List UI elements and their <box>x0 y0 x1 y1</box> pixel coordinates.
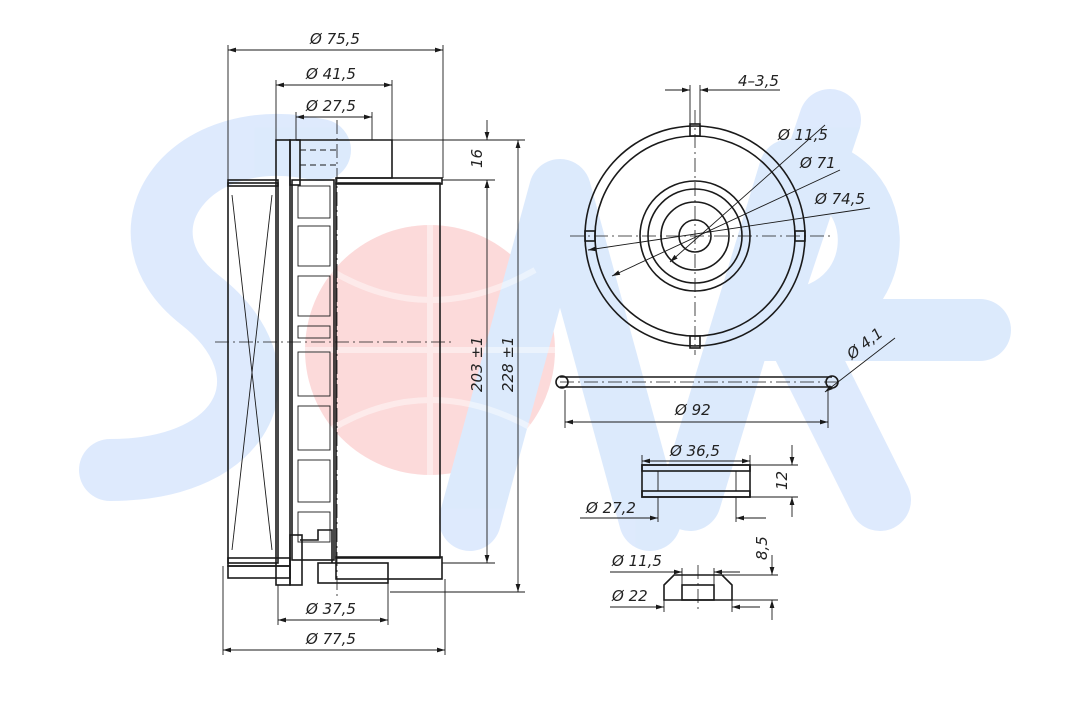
dim-d22: Ø 22 <box>611 587 648 605</box>
dim-h203: 203 ±1 <box>468 336 486 392</box>
core-windows <box>297 185 331 543</box>
dim-d92: Ø 92 <box>674 401 711 419</box>
dim-d41-5: Ø 41,5 <box>305 65 356 83</box>
dim-d71: Ø 71 <box>799 154 836 172</box>
watermark-ball-lines <box>305 225 555 475</box>
watermark-letters <box>79 89 1011 551</box>
dim-d27-2: Ø 27,2 <box>585 499 636 517</box>
dim-h12: 12 <box>773 471 791 490</box>
gasket-top-view: 4–3,5 Ø 11,5 Ø 71 Ø 74,5 <box>570 72 871 355</box>
watermark-ball <box>305 225 555 475</box>
dim-d36-5: Ø 36,5 <box>669 442 720 460</box>
watermark-logo <box>79 89 1011 551</box>
plug-section-view: Ø 11,5 Ø 22 8,5 <box>610 536 778 620</box>
ring-section-view: Ø 36,5 12 Ø 27,2 <box>580 442 798 522</box>
dim-d11-5-small: Ø 11,5 <box>611 552 662 570</box>
dim-d37-5: Ø 37,5 <box>305 600 356 618</box>
dim-d11-5-top: Ø 11,5 <box>777 126 828 144</box>
dim-h228: 228 ±1 <box>499 336 517 392</box>
dim-d75-5: Ø 75,5 <box>309 30 360 48</box>
dim-d27-5: Ø 27,5 <box>305 97 356 115</box>
dim-d74-5: Ø 74,5 <box>814 190 865 208</box>
dim-h16: 16 <box>468 149 486 168</box>
dim-d77-5: Ø 77,5 <box>305 630 356 648</box>
dim-h8-5: 8,5 <box>753 536 771 560</box>
filter-section-view: Ø 75,5 Ø 41,5 Ø 27,5 16 203 ±1 228 ±1 Ø … <box>215 30 525 655</box>
dim-n4-3-5: 4–3,5 <box>738 72 779 90</box>
